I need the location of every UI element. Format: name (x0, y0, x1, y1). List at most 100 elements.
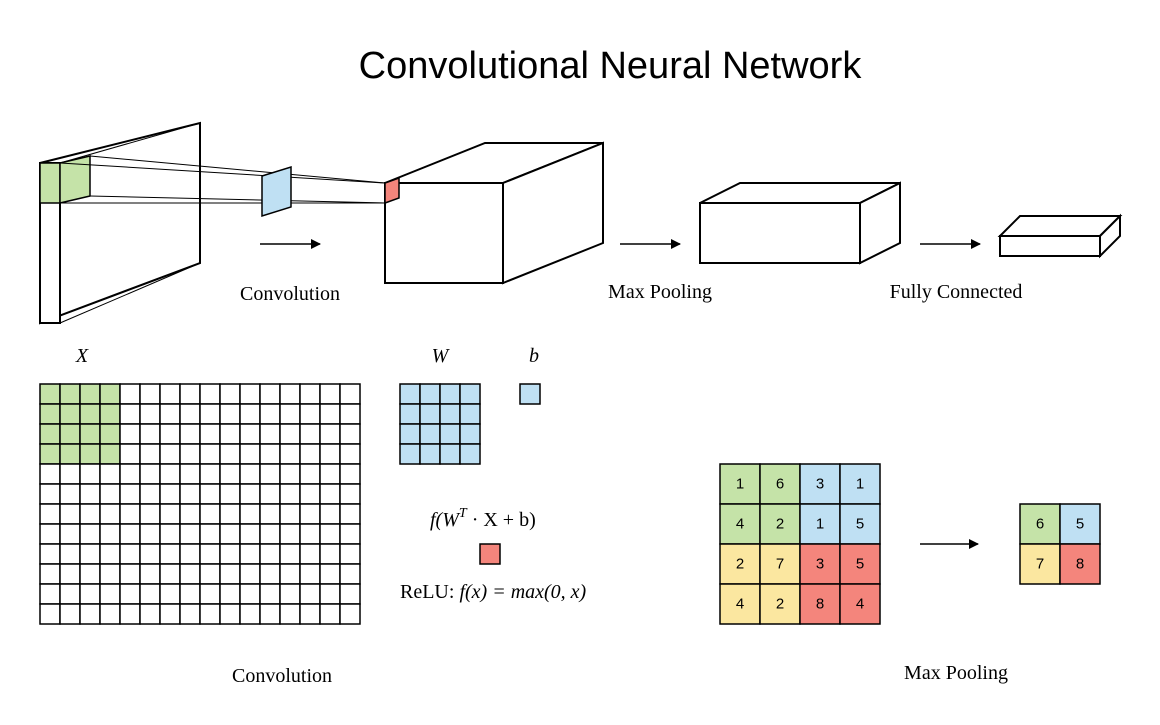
input-cell (339, 403, 361, 425)
input-cell (139, 543, 161, 565)
pool-input-cell (759, 583, 801, 625)
input-cell (279, 563, 301, 585)
input-cell (239, 543, 261, 565)
input-cell (79, 603, 101, 625)
pool-input-cell (839, 583, 881, 625)
input-cell (319, 483, 341, 505)
input-cell (219, 443, 241, 465)
pool-input-value: 5 (856, 516, 864, 533)
input-cell (199, 403, 221, 425)
formula-sup-t: T (459, 506, 468, 521)
input-cell (299, 603, 321, 625)
input-cell (159, 383, 181, 405)
input-cell (319, 583, 341, 605)
input-cell (219, 583, 241, 605)
input-cell (319, 563, 341, 585)
input-cell (279, 423, 301, 445)
input-receptive-field (39, 155, 91, 204)
input-cell (259, 483, 281, 505)
input-cell (99, 503, 121, 525)
input-cell (279, 543, 301, 565)
input-cell (299, 463, 321, 485)
input-cell (39, 423, 61, 445)
input-cell (279, 463, 301, 485)
pool-input-value: 2 (776, 596, 784, 613)
input-cell (179, 563, 201, 585)
input-cell (199, 383, 221, 405)
input-cell (279, 483, 301, 505)
weight-cell (399, 383, 421, 405)
input-cell (259, 383, 281, 405)
input-cell (119, 543, 141, 565)
input-cell (159, 483, 181, 505)
pool-output-cell (1019, 503, 1061, 545)
pool-input-cell (759, 543, 801, 585)
input-cell (119, 523, 141, 545)
input-cell (119, 383, 141, 405)
input-cell (279, 383, 301, 405)
weight-cell (439, 383, 461, 405)
input-cell (59, 383, 81, 405)
input-cell (259, 423, 281, 445)
formula-f-open: f(W (430, 509, 461, 531)
input-cell (339, 463, 361, 485)
input-cell (39, 403, 61, 425)
input-cell (259, 403, 281, 425)
weight-cell (419, 423, 441, 445)
input-cell (279, 603, 301, 625)
pool-input-value: 2 (736, 556, 744, 573)
input-cell (199, 463, 221, 485)
projection-lines (59, 155, 386, 204)
input-cell (179, 383, 201, 405)
input-cell (259, 463, 281, 485)
input-cell (59, 523, 81, 545)
input-cell (79, 483, 101, 505)
output-activation (384, 176, 400, 205)
input-cell (99, 383, 121, 405)
input-cell (139, 483, 161, 505)
input-cell (259, 543, 281, 565)
pool-input-value: 5 (856, 556, 864, 573)
stage-label-fully-connected: Fully Connected (890, 281, 1023, 303)
input-cell (79, 563, 101, 585)
pool-output-value: 6 (1036, 516, 1044, 533)
input-cell (199, 443, 221, 465)
input-cell (319, 443, 341, 465)
input-cell (259, 443, 281, 465)
input-cell (139, 403, 161, 425)
pool-output-value: 7 (1036, 556, 1044, 573)
input-cell (119, 583, 141, 605)
input-cell (79, 403, 101, 425)
symbol-b: b (529, 345, 539, 367)
input-cell (319, 603, 341, 625)
input-cell (99, 483, 121, 505)
input-cell (179, 543, 201, 565)
pool-input-value: 4 (736, 596, 744, 613)
input-cell (279, 583, 301, 605)
input-cell (39, 463, 61, 485)
fc-volume (997, 213, 1123, 259)
input-cell (219, 423, 241, 445)
weight-cell (459, 403, 481, 425)
input-cell (39, 483, 61, 505)
input-cell (139, 583, 161, 605)
weight-cell (439, 443, 461, 465)
input-cell (279, 443, 301, 465)
input-cell (59, 403, 81, 425)
input-cell (59, 483, 81, 505)
input-cell (219, 603, 241, 625)
input-cell (99, 443, 121, 465)
input-cell (179, 423, 201, 445)
input-cell (59, 503, 81, 525)
input-cell (319, 383, 341, 405)
activation-output-cell (479, 543, 501, 565)
pool-output-value: 5 (1076, 516, 1084, 533)
input-cell (219, 563, 241, 585)
weight-cell (419, 443, 441, 465)
input-cell (119, 503, 141, 525)
input-cell (239, 423, 261, 445)
input-cell (239, 443, 261, 465)
input-cell (139, 423, 161, 445)
